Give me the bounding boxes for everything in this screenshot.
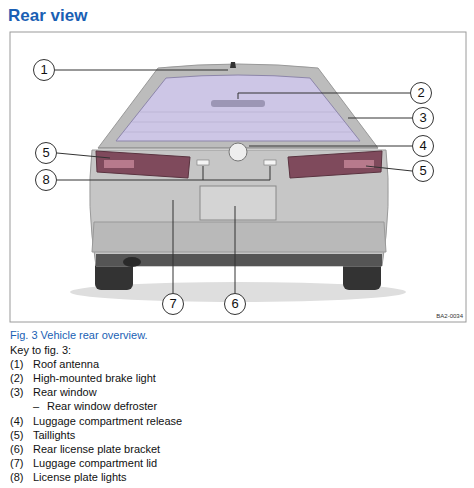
drawing-part [55, 70, 228, 71]
key-text: Roof antenna [33, 358, 99, 371]
callout-circle: 8 [35, 169, 57, 191]
antenna [230, 62, 236, 68]
taillight-lens [104, 160, 134, 168]
key-number: (4) [10, 415, 23, 428]
callout-number: 4 [413, 136, 433, 155]
callout-number: 5 [413, 161, 433, 180]
plate-light [197, 160, 209, 165]
key-text: Luggage compartment lid [33, 457, 157, 470]
key-number: (1) [10, 358, 23, 371]
key-text: High-mounted brake light [33, 372, 156, 385]
callout-circle: 1 [33, 59, 55, 81]
callout-circle: 7 [162, 293, 184, 315]
key-number: (8) [10, 471, 23, 484]
defroster-lines [124, 112, 352, 132]
exhaust [123, 257, 141, 267]
key-number: (6) [10, 443, 23, 456]
car-body [90, 150, 389, 266]
callout-circle: 3 [412, 107, 434, 129]
key-number: (2) [10, 372, 23, 385]
valance [96, 254, 382, 266]
drawing-part [124, 132, 352, 133]
figure-frame [10, 32, 466, 322]
drawing-part [57, 153, 110, 158]
key-heading: Key to fig. 3: [10, 344, 71, 357]
plate-light [264, 160, 276, 165]
callout-circle: 6 [224, 293, 246, 315]
sub-bullet: – [33, 400, 39, 413]
callout-number: 3 [413, 108, 433, 127]
callout-number: 8 [36, 170, 56, 189]
callout-circle: 2 [410, 82, 432, 104]
drawing-part [348, 118, 412, 119]
rear-window [116, 75, 360, 141]
key-number: (5) [10, 429, 23, 442]
callout-number: 7 [163, 294, 183, 313]
leader-lines [55, 70, 412, 293]
drawing-part [173, 200, 174, 293]
brake-light [211, 100, 265, 107]
figure-caption: Fig. 3 Vehicle rear overview. [10, 329, 148, 342]
key-text: Rear window defroster [47, 400, 157, 413]
page-title: Rear view [8, 6, 87, 26]
key-text: Taillights [33, 429, 75, 442]
drawing-part [366, 166, 412, 171]
taillight [96, 151, 190, 178]
callout-number: 2 [411, 83, 431, 102]
bumper [92, 222, 386, 252]
callout-circle: 5 [412, 160, 434, 182]
key-text: Rear window [33, 386, 97, 399]
callout-number: 6 [225, 294, 245, 313]
plate-bracket [200, 186, 276, 220]
drawing-part [249, 146, 412, 147]
drawing-part [203, 166, 204, 180]
drawing-part [235, 206, 236, 293]
key-number: (7) [10, 457, 23, 470]
key-text: License plate lights [33, 471, 127, 484]
drawing-part [57, 166, 270, 180]
roof [98, 64, 378, 148]
callout-number: 5 [36, 143, 56, 162]
callout-circle: 5 [35, 142, 57, 164]
callout-circle: 4 [412, 135, 434, 157]
drawing-part [132, 122, 344, 123]
image-code: BA2-0034 [436, 313, 463, 320]
key-text: Luggage compartment release [33, 415, 182, 428]
callout-number: 1 [34, 60, 54, 79]
key-number: (3) [10, 386, 23, 399]
logo [229, 143, 247, 161]
taillight [288, 151, 382, 178]
drawing-part [140, 112, 336, 113]
key-text: Rear license plate bracket [33, 443, 160, 456]
drawing-part [238, 93, 410, 99]
